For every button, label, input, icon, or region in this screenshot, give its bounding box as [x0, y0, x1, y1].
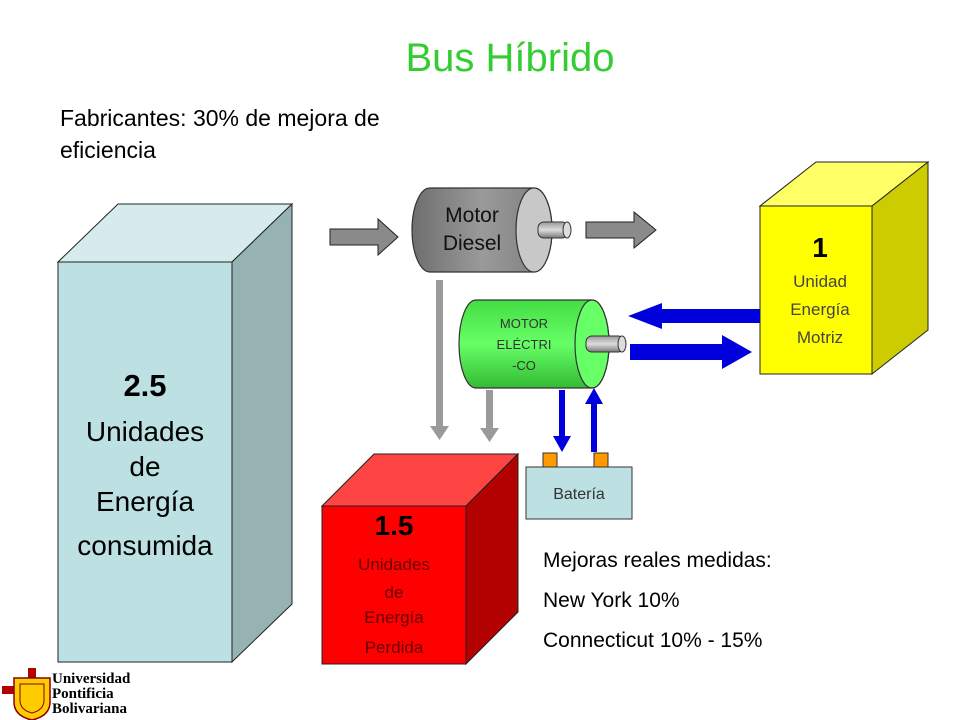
- electric-shaft-tip: [617, 335, 627, 353]
- consumed-label-line: Energía: [96, 486, 194, 517]
- charge-arrow-head: [553, 436, 571, 452]
- diesel-shaft-tip: [562, 221, 572, 239]
- regen-arrow-left: [628, 303, 760, 329]
- measured-item: New York 10%: [543, 589, 680, 612]
- lost-label-line: Perdida: [365, 638, 424, 657]
- diesel-label-line: Diesel: [443, 232, 501, 255]
- input-flow-arrow: [329, 217, 399, 257]
- discharge-arrow-head: [585, 388, 603, 404]
- motive-label-line: Energía: [790, 300, 850, 319]
- battery-terminal: [542, 452, 558, 468]
- diesel-loss-arrow: [430, 280, 449, 440]
- measured-heading: Mejoras reales medidas:: [543, 549, 772, 572]
- logo-text-line: Pontificia: [52, 686, 114, 702]
- consumed-value: 2.5: [123, 368, 166, 403]
- charge-arrow-shaft: [559, 390, 565, 436]
- charge-arrow-down: [553, 390, 571, 452]
- motive-label-line: Motriz: [797, 328, 843, 347]
- diesel-label-line: Motor: [445, 204, 499, 227]
- electric-label-line: ELÉCTRI: [497, 337, 552, 352]
- lost-label-line: de: [385, 583, 404, 602]
- battery-body: [525, 466, 633, 520]
- diesel-motor: Motor Diesel: [411, 187, 572, 273]
- motive-value: 1: [812, 232, 828, 263]
- motive-label-line: Unidad: [793, 272, 847, 291]
- slide-title: Bus Híbrido: [405, 36, 615, 80]
- diesel-loss-head: [430, 426, 449, 440]
- lost-energy-block: 1.5 Unidades de Energía Perdida: [320, 452, 520, 666]
- electric-label-line: MOTOR: [500, 316, 548, 331]
- battery-terminal: [593, 452, 609, 468]
- consumed-label-line: de: [129, 451, 160, 482]
- consumed-energy-block: 2.5 Unidades de Energía consumida: [56, 202, 294, 664]
- consumed-block-front: [57, 261, 233, 663]
- university-shield-icon: [2, 668, 51, 720]
- logo-shield-inner: [19, 683, 45, 714]
- lost-label-line: Energía: [364, 608, 424, 627]
- battery-label: Batería: [553, 486, 605, 503]
- electric-loss-arrow: [480, 390, 499, 442]
- electric-motor: MOTOR ELÉCTRI -CO: [458, 299, 627, 389]
- consumed-label-line: consumida: [77, 530, 213, 561]
- measured-improvements: Mejoras reales medidas: New York 10% Con…: [543, 545, 772, 665]
- measured-item: Connecticut 10% - 15%: [543, 629, 763, 652]
- discharge-arrow-shaft: [591, 404, 597, 452]
- lost-block-front: [321, 505, 467, 665]
- drive-arrow-right: [630, 335, 752, 369]
- electric-loss-shaft: [486, 390, 493, 428]
- electric-loss-head: [480, 428, 499, 442]
- logo-text-line: Universidad: [52, 671, 131, 687]
- university-logo-text: Universidad Pontificia Bolivariana: [52, 672, 130, 717]
- battery: Batería: [525, 452, 633, 520]
- consumed-label-line: Unidades: [86, 416, 204, 447]
- manufacturer-claim: Fabricantes: 30% de mejora de eficiencia: [60, 105, 380, 163]
- discharge-arrow-up: [585, 388, 603, 452]
- output-flow-arrow: [585, 210, 657, 250]
- diesel-loss-shaft: [436, 280, 443, 426]
- motive-block-front: [759, 205, 873, 375]
- consumed-block-side: [231, 202, 293, 664]
- lost-label-line: Unidades: [358, 555, 430, 574]
- lost-value: 1.5: [375, 510, 414, 541]
- motive-energy-block: 1 Unidad Energía Motriz: [758, 160, 930, 376]
- electric-label-line: -CO: [512, 358, 536, 373]
- logo-text-line: Bolivariana: [52, 701, 128, 717]
